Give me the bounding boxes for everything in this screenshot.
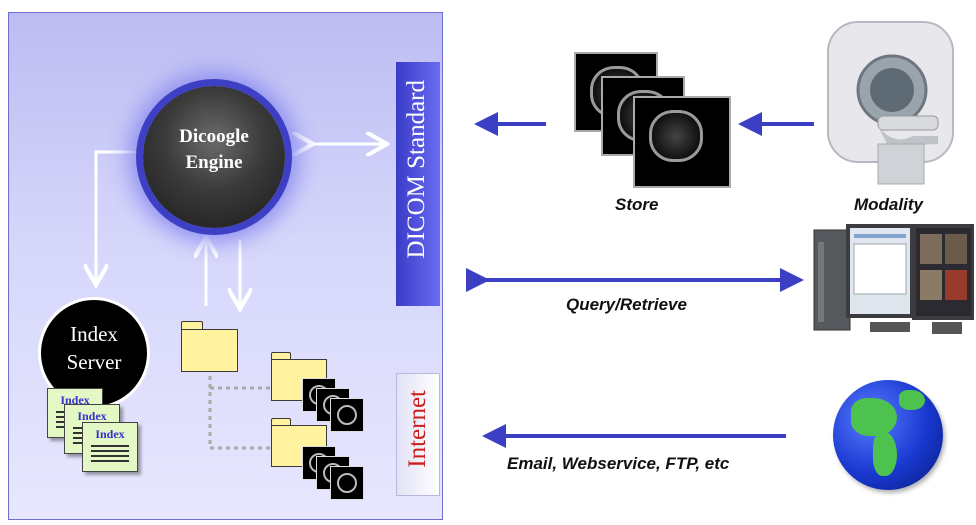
folder-tree-line [208, 376, 272, 450]
modality-label: Modality [854, 195, 923, 214]
folder-tab [181, 321, 203, 330]
engine-index-arrow [96, 152, 140, 282]
index-doc-title: Index [77, 409, 107, 423]
email-webservice-label: Email, Webservice, FTP, etc [507, 454, 730, 473]
ct-scanner-icon [827, 21, 954, 185]
dicom-standard-bar: DICOM Standard [396, 62, 440, 306]
image-thumbnail [330, 466, 364, 500]
globe-icon [833, 380, 943, 490]
image-thumbnail [330, 398, 364, 432]
query-retrieve-label: Query/Retrieve [566, 295, 687, 314]
index-doc-title: Index [95, 427, 125, 441]
root-folder-icon [181, 329, 238, 372]
folder-tab [271, 352, 291, 360]
index-server-label-line2: Server [66, 350, 122, 374]
index-document-icon: Index [82, 422, 138, 472]
dicom-standard-label: DICOM Standard [403, 80, 430, 259]
workstation-icon [813, 224, 974, 334]
engine-label-line2: Engine [185, 152, 243, 173]
dicoogle-engine: Dicoogle Engine [143, 86, 285, 228]
internet-label: Internet [404, 390, 431, 468]
index-doc-title: Index [60, 393, 90, 407]
store-label: Store [615, 195, 659, 214]
index-server-label-line1: Index [70, 322, 118, 346]
folder-tab [271, 418, 291, 426]
internet-bar: Internet [396, 373, 440, 496]
ct-slice-image [633, 96, 731, 188]
engine-label-line1: Dicoogle [179, 126, 249, 147]
